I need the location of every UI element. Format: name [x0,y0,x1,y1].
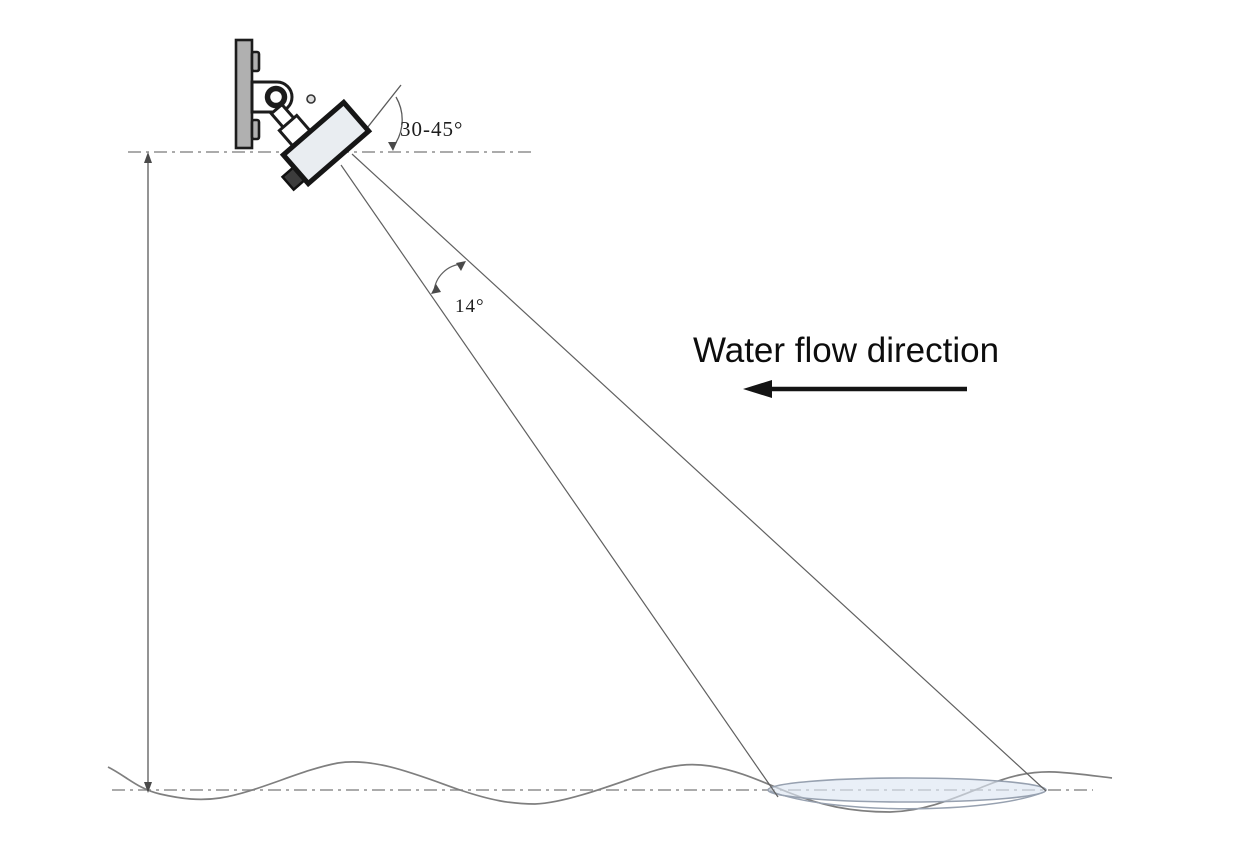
mount-angle-arrow-icon [388,142,397,151]
beam-right-edge [351,153,1047,792]
flow-direction-callout: Water flow direction [693,331,999,398]
adjustment-screw-icon [306,94,316,104]
beam-footprint [767,777,1047,810]
beam-angle-label: 14° [455,296,485,317]
sensor-tilted-group [269,98,373,192]
plate-bolt-top-icon [250,50,261,73]
height-dimension [144,152,152,793]
dimension-arrow-down-icon [144,782,152,793]
mount-angle-annotation: 30-45° [355,84,463,151]
pivot-hinge-icon [264,85,288,109]
wall-plate [234,38,254,150]
radar-beam [340,153,1047,798]
mount-angle-label: 30-45° [400,117,463,141]
beam-footprint-ellipse [767,777,1047,803]
beam-angle-arrow-left-icon [431,284,441,294]
plate-bolt-bottom-icon [250,118,261,141]
beam-angle-arrow-right-icon [456,261,466,271]
flow-arrow-head-icon [743,380,772,398]
beam-angle-annotation: 14° [431,261,485,317]
dimension-arrow-up-icon [144,152,152,163]
flow-direction-label: Water flow direction [693,331,999,370]
beam-left-edge [340,164,779,798]
beam-footprint-lens-arc [769,790,1045,810]
sensor-assembly [234,38,373,192]
sensor-body [279,98,373,188]
